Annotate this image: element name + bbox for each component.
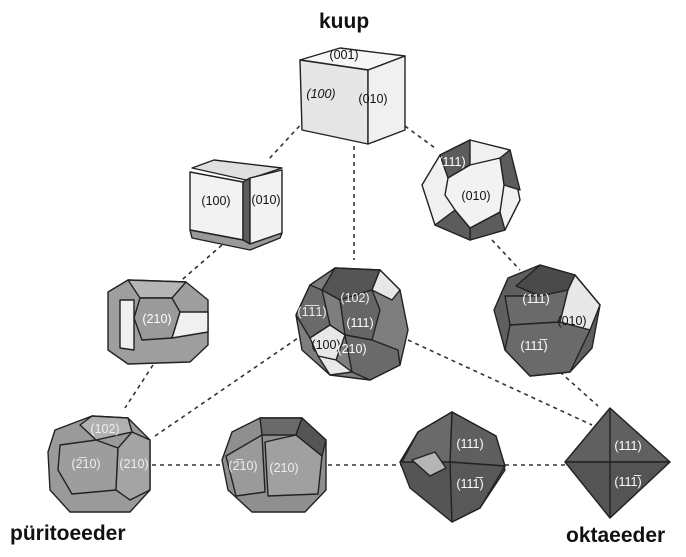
face-010: [444, 157, 505, 229]
label-cubooct-010: (010): [461, 189, 490, 203]
face-111: [564, 407, 671, 463]
face-cube-b: [171, 311, 209, 339]
face-small-a: [371, 269, 401, 301]
label-oct-11m1: (111̅): [614, 475, 641, 489]
label-pyritooct-111: (111): [456, 437, 483, 451]
label-cube-010: (010): [358, 92, 387, 106]
label-mixed-102: (102): [340, 291, 369, 305]
label-octcube-010: (010): [557, 314, 586, 328]
label-octcube-11m1: (111̅): [520, 339, 547, 353]
crystal-oct-cube: (111) (010) (111̅): [493, 264, 601, 377]
face-111: [339, 289, 381, 341]
label-mixed-210: (210): [337, 342, 366, 356]
label-cubopyrito-210: (210): [142, 312, 171, 326]
face-210: [264, 434, 323, 497]
connector-truncated-cubopyrito: [175, 244, 223, 286]
label-cube-001: (001): [329, 48, 358, 62]
label-oct-111: (111): [614, 439, 641, 453]
label-pyritob-m210: (2̅10): [228, 459, 257, 473]
face-010: [367, 55, 406, 145]
crystal-cube: (001) (100) (010): [299, 47, 406, 145]
crystal-pyrito-b: (2̅10) (210): [221, 417, 327, 513]
label-mixed-m111: (1̅1̅1): [297, 305, 326, 319]
connector-mixed-oct: [407, 339, 593, 426]
label-truncated-010: (010): [251, 193, 280, 207]
connector-cubopyrito-pyrito: [124, 364, 154, 409]
face-edge: [242, 177, 251, 245]
crystal-cubo-octahedron: (111) (010): [421, 139, 521, 241]
crystal-pyrito-oct: (111) (111̅): [399, 411, 506, 523]
label-pyritooct-11m1: (111̅): [456, 477, 483, 491]
face-102: [79, 415, 133, 441]
crystal-mixed-form: (102) (1̅1̅1) (111) (100) (210): [295, 267, 409, 381]
face-bottom: [189, 229, 283, 251]
title-cube: kuup: [319, 10, 370, 33]
crystal-cubo-pyrito: (210): [107, 279, 209, 365]
label-pyrito-210: (210): [119, 457, 148, 471]
face-100: [309, 324, 346, 361]
face-pyrito: [411, 451, 447, 477]
face-small-b: [317, 355, 353, 376]
title-pyritohedron: püritoeeder: [10, 522, 126, 545]
face-11m1: [449, 461, 506, 523]
face-top: [259, 417, 303, 436]
label-cubooct-111: (111): [438, 155, 465, 169]
face-m111: [295, 284, 331, 339]
face-left-upper: [401, 411, 453, 463]
label-pyrito-m210: (2̅10): [71, 457, 100, 471]
crystal-pyritohedron: (102) (2̅10) (210): [47, 415, 151, 513]
crystal-octahedron: (111) (111̅): [564, 407, 671, 519]
label-pyrito-102: (102): [90, 422, 119, 436]
title-octahedron: oktaeeder: [566, 524, 666, 547]
face-010: [249, 169, 283, 245]
connector-cube-cubooct: [404, 125, 436, 149]
face-m210: [225, 434, 266, 497]
connector-cube-truncated: [267, 119, 306, 161]
label-cube-100: (100): [306, 87, 335, 101]
connector-octcube-oct: [559, 371, 599, 407]
face-010: [559, 274, 601, 331]
face-11m1: [504, 321, 591, 377]
label-truncated-100: (100): [201, 194, 230, 208]
face-cube-a: [119, 299, 135, 351]
label-pyritob-210: (210): [269, 461, 298, 475]
label-mixed-100: (100): [311, 338, 340, 352]
crystal-truncated-cube: (100) (010): [189, 159, 283, 251]
label-mixed-111: (111): [346, 316, 373, 330]
connector-pyrito-mixed: [154, 337, 299, 437]
connector-lines: [124, 119, 599, 466]
label-octcube-111: (111): [522, 292, 549, 306]
face-210: [115, 431, 151, 501]
face-dark: [295, 417, 327, 457]
connector-cubooct-octcube: [491, 239, 521, 271]
face-11m1: [564, 461, 671, 519]
